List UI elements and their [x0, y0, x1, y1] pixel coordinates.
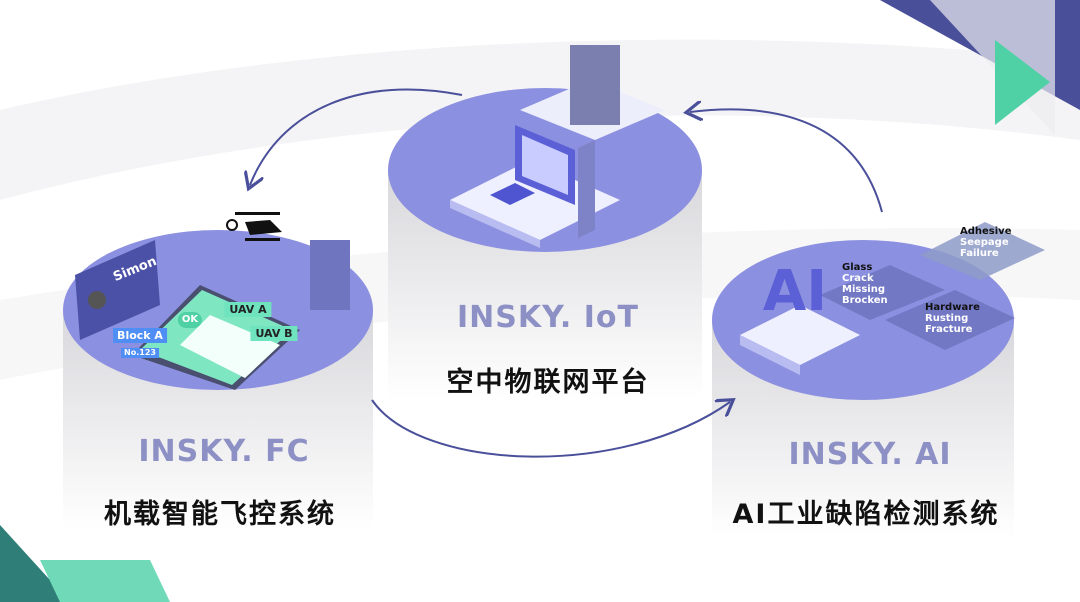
fc-name: 机载智能飞控系统 [104, 499, 336, 530]
tag-block: Block A [113, 328, 167, 343]
corner-green [40, 560, 170, 602]
panel-adhesive [920, 222, 1045, 280]
tag-ok: OK [177, 312, 203, 328]
building-icon [310, 240, 350, 310]
iot-illustration [450, 45, 665, 248]
ai-logo: AI [762, 259, 828, 324]
platform-iot [388, 88, 702, 400]
building-icon [570, 45, 620, 125]
panel-adhesive-text: Adhesive Seepage Failure [960, 226, 1012, 259]
helicopter-icon [226, 212, 282, 241]
ai-illustration [740, 222, 1045, 375]
arrow-ai-to-iot [690, 109, 883, 213]
iot-brand: INSKY. IoT [457, 300, 639, 335]
ai-name: AI工业缺陷检测系统 [732, 499, 1000, 530]
tag-uav-b: UAV B [250, 326, 298, 341]
iot-name: 空中物联网平台 [446, 367, 650, 398]
panel-hardware-text: Hardware Rusting Fracture [925, 302, 980, 335]
play-triangle-icon [995, 40, 1050, 125]
panel-glass [820, 265, 945, 320]
profile-card [75, 240, 160, 340]
panel-hardware [885, 290, 1015, 350]
panel-glass-text: Glass Crack Missing Brocken [842, 262, 888, 306]
arrow-fc-to-ai [371, 400, 730, 458]
ai-brand: INSKY. AI [788, 437, 952, 472]
tag-uav-a: UAV A [224, 302, 272, 317]
bg-band [0, 39, 1080, 200]
tag-number: No.123 [121, 348, 159, 358]
arrow-iot-to-fc [250, 88, 463, 185]
fc-brand: INSKY. FC [138, 434, 310, 469]
